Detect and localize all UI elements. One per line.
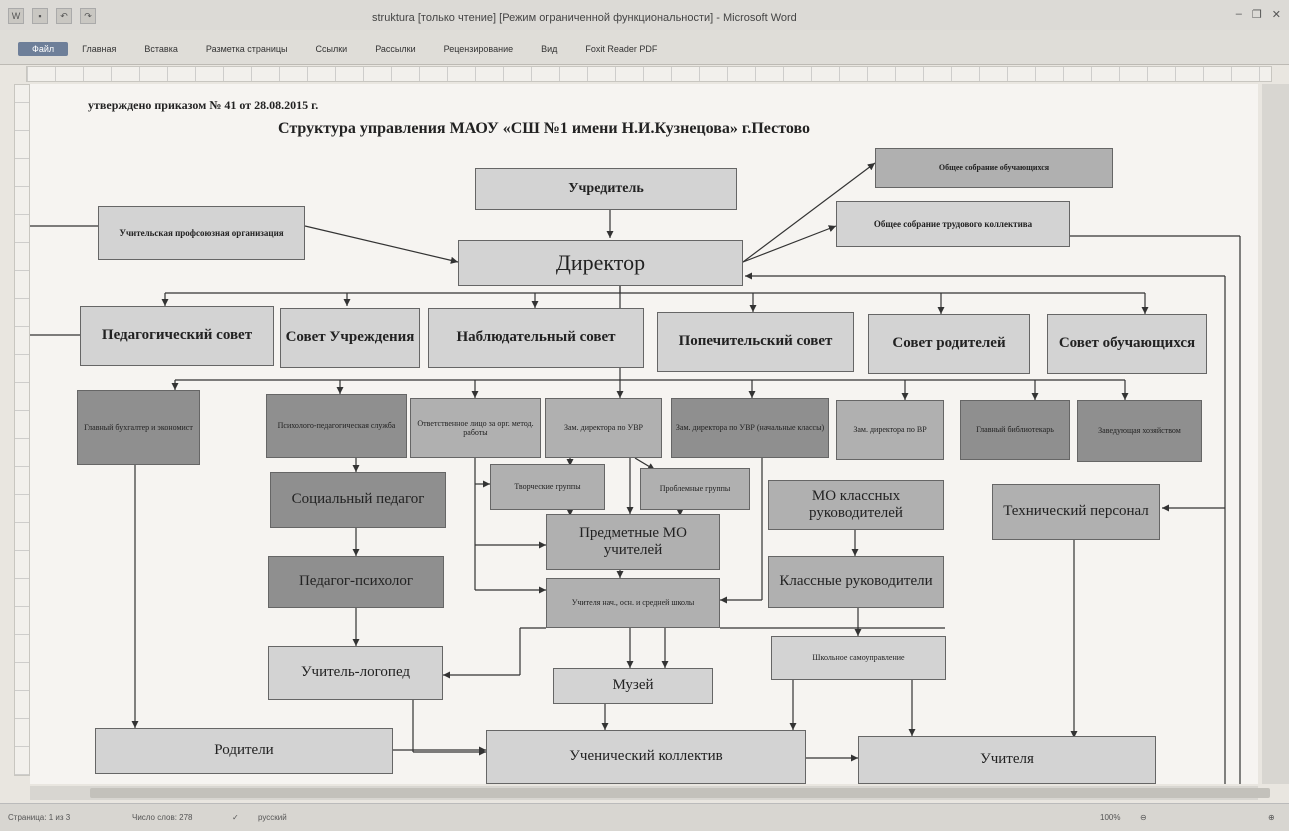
quick-access-toolbar: W ▪ ↶ ↷ bbox=[8, 8, 96, 24]
box-subject-mo: Предметные МО учителей bbox=[546, 514, 720, 570]
tab-view[interactable]: Вид bbox=[541, 44, 558, 54]
minimize-icon[interactable]: – bbox=[1235, 8, 1242, 20]
box-mo-class-teachers: МО классных руководителей bbox=[768, 480, 944, 530]
box-school-self-government: Школьное самоуправление bbox=[771, 636, 946, 680]
box-responsible-method-work: Ответственное лицо за орг. метод. работы bbox=[410, 398, 541, 458]
approval-note: утверждено приказом № 41 от 28.08.2015 г… bbox=[88, 98, 319, 112]
tab-review[interactable]: Рецензирование bbox=[443, 44, 514, 54]
undo-icon[interactable]: ↶ bbox=[56, 8, 72, 24]
box-teachers-all-levels: Учителя нач., осн. и средней школы bbox=[546, 578, 720, 628]
box-parents-council: Совет родителей bbox=[868, 314, 1030, 374]
tab-mailings[interactable]: Рассылки bbox=[375, 44, 416, 54]
zoom-out-icon[interactable]: ⊖ bbox=[1140, 813, 1147, 822]
status-bar: Страница: 1 из 3 Число слов: 278 ✓ русск… bbox=[0, 803, 1289, 831]
box-student-body: Ученический коллектив bbox=[486, 730, 806, 784]
box-general-assembly-students: Общее собрание обучающихся bbox=[875, 148, 1113, 188]
horizontal-ruler[interactable] bbox=[26, 66, 1272, 82]
tab-insert[interactable]: Вставка bbox=[144, 44, 178, 54]
box-social-pedagogue: Социальный педагог bbox=[270, 472, 446, 528]
box-parents: Родители bbox=[95, 728, 393, 774]
box-deputy-uvr: Зам. директора по УВР bbox=[545, 398, 662, 458]
tab-foxit[interactable]: Foxit Reader PDF bbox=[585, 44, 658, 54]
box-deputy-vr: Зам. директора по ВР bbox=[836, 400, 944, 460]
box-trustee-council: Попечительский совет bbox=[657, 312, 854, 372]
page-title: Структура управления МАОУ «СШ №1 имени Н… bbox=[278, 120, 810, 137]
restore-icon[interactable]: ❐ bbox=[1251, 9, 1262, 21]
box-founder: Учредитель bbox=[475, 168, 737, 210]
ribbon: Файл Главная Вставка Разметка страницы С… bbox=[0, 30, 1289, 65]
box-institution-council: Совет Учреждения bbox=[280, 308, 420, 368]
box-students-council: Совет обучающихся bbox=[1047, 314, 1207, 374]
scroll-thumb[interactable] bbox=[90, 788, 1270, 798]
box-chief-accountant: Главный бухгалтер и экономист bbox=[77, 390, 200, 465]
horizontal-scrollbar[interactable] bbox=[30, 786, 1270, 800]
redo-icon[interactable]: ↷ bbox=[80, 8, 96, 24]
word-count[interactable]: Число слов: 278 bbox=[132, 813, 193, 822]
box-psych-ped-service: Психолого-педагогическая служба bbox=[266, 394, 407, 458]
box-technical-staff: Технический персонал bbox=[992, 484, 1160, 540]
vertical-ruler[interactable] bbox=[14, 84, 30, 776]
box-teachers: Учителя bbox=[858, 736, 1156, 784]
vertical-scrollbar[interactable] bbox=[1262, 84, 1289, 784]
tab-file[interactable]: Файл bbox=[18, 42, 69, 56]
box-director: Директор bbox=[458, 240, 743, 286]
box-class-teachers: Классные руководители bbox=[768, 556, 944, 608]
spellcheck-icon[interactable]: ✓ bbox=[232, 813, 239, 822]
save-icon[interactable]: ▪ bbox=[32, 8, 48, 24]
box-supervisory-council: Наблюдательный совет bbox=[428, 308, 644, 368]
title-bar: W ▪ ↶ ↷ struktura [только чтение] [Режим… bbox=[0, 0, 1289, 30]
zoom-level[interactable]: 100% bbox=[1100, 813, 1121, 822]
box-pedagogue-psychologist: Педагог-психолог bbox=[268, 556, 444, 608]
ribbon-tabs: Файл Главная Вставка Разметка страницы С… bbox=[18, 42, 671, 56]
box-labor-collective-assembly: Общее собрание трудового коллектива bbox=[836, 201, 1070, 247]
tab-references[interactable]: Ссылки bbox=[315, 44, 348, 54]
language[interactable]: русский bbox=[258, 813, 287, 822]
close-icon[interactable]: ✕ bbox=[1271, 9, 1281, 21]
page-count[interactable]: Страница: 1 из 3 bbox=[8, 813, 71, 822]
box-pedagogical-council: Педагогический совет bbox=[80, 306, 274, 366]
box-speech-therapist: Учитель-логопед bbox=[268, 646, 443, 700]
box-creative-groups: Творческие группы bbox=[490, 464, 605, 510]
box-chief-librarian: Главный библиотекарь bbox=[960, 400, 1070, 460]
box-museum: Музей bbox=[553, 668, 713, 704]
box-problem-groups: Проблемные группы bbox=[640, 468, 750, 510]
tab-page-layout[interactable]: Разметка страницы bbox=[205, 44, 288, 54]
zoom-in-icon[interactable]: ⊕ bbox=[1268, 813, 1275, 822]
window-title: struktura [только чтение] [Режим огранич… bbox=[372, 12, 797, 24]
word-icon[interactable]: W bbox=[8, 8, 24, 24]
window-controls: – ❐ ✕ bbox=[1236, 8, 1281, 21]
box-head-household: Заведующая хозяйством bbox=[1077, 400, 1202, 462]
box-deputy-uvr-primary: Зам. директора по УВР (начальные классы) bbox=[671, 398, 829, 458]
tab-home[interactable]: Главная bbox=[82, 44, 117, 54]
box-teachers-union: Учительская профсоюзная организация bbox=[98, 206, 305, 260]
